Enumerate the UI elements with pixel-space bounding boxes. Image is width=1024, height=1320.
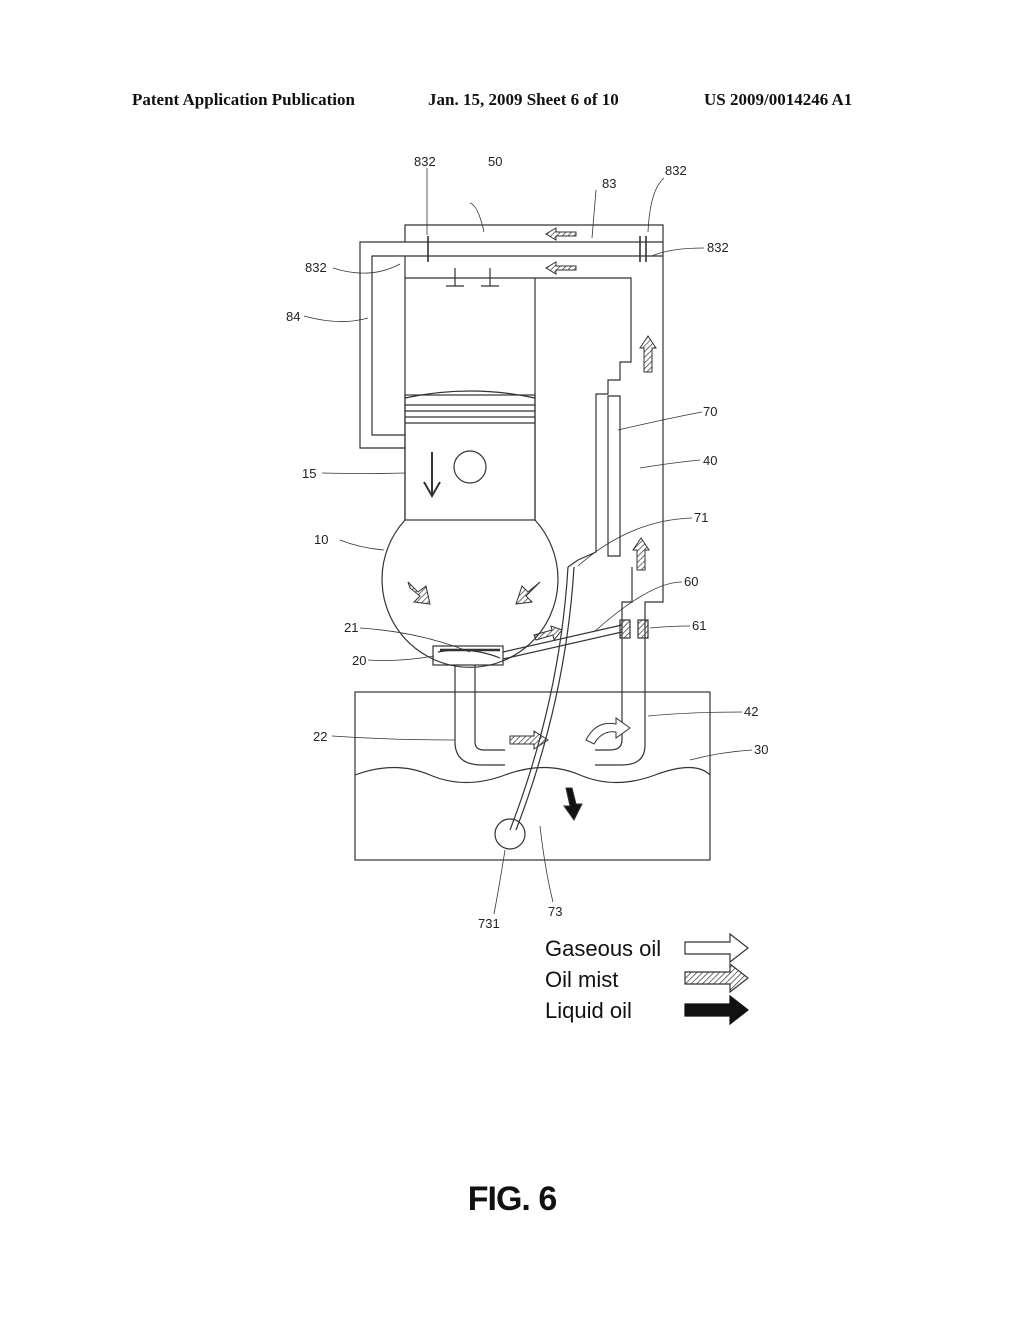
label-20: 20 [352,653,366,668]
legend-gaseous-label: Gaseous oil [545,936,661,961]
mist-arrow-icon [684,962,749,994]
page-header: Patent Application Publication Jan. 15, … [0,90,1024,114]
label-15: 15 [302,466,316,481]
label-40: 40 [703,453,717,468]
label-832: 832 [414,154,436,169]
casing-40-right [644,242,664,684]
piston-15 [404,394,536,521]
float-731 [494,818,526,850]
valve-chamber-20 [432,645,504,666]
label-21: 21 [344,620,358,635]
label-83: 83 [602,176,616,191]
legend-liquid-label: Liquid oil [545,998,632,1023]
pipe-84-outer [359,241,405,449]
label-42: 42 [744,704,758,719]
label-832: 832 [305,260,327,275]
legend-mist-label: Oil mist [545,967,618,992]
housing-50-top [404,224,664,242]
tube-42-outer [595,684,646,766]
label-71: 71 [694,510,708,525]
gaseous-arrow-icon [684,932,749,964]
label-84: 84 [286,309,300,324]
label-832: 832 [707,240,729,255]
crankcase-10 [381,519,559,668]
tube-22-outer [454,665,505,766]
label-10: 10 [314,532,328,547]
casing-40-inner-wall [535,277,632,568]
casing-40-lower-wall [621,567,633,684]
date-sheet-label: Jan. 15, 2009 Sheet 6 of 10 [428,90,619,109]
liquid-arrow-icon [684,994,749,1026]
label-30: 30 [754,742,768,757]
patent-number: US 2009/0014246 A1 [704,90,853,109]
tube-60-upper [502,624,623,653]
label-731: 731 [478,916,500,931]
pickup-tube-73 [509,566,569,831]
label-22: 22 [313,729,327,744]
oil-tank-30 [354,691,711,861]
publication-label: Patent Application Publication [132,90,355,109]
label-73: 73 [548,904,562,919]
oil-surface [354,766,711,784]
pipe-84-inner [371,255,405,436]
label-60: 60 [684,574,698,589]
label-70: 70 [703,404,717,419]
label-61: 61 [692,618,706,633]
figure-caption: FIG. 6 [467,1180,557,1218]
tube-60-lower [502,631,623,660]
piston-pin [453,450,487,484]
piston-ring-top [404,390,536,399]
label-50: 50 [488,154,502,169]
pipe-70 [607,395,621,557]
flow-legend: Gaseous oil Oil mist Liquid oil [545,932,749,1026]
label-832: 832 [665,163,687,178]
